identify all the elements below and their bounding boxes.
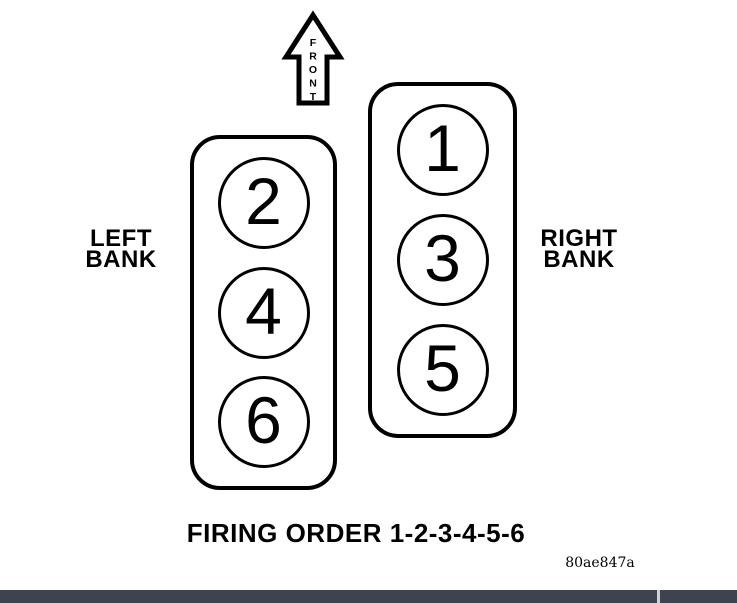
front-up-arrow-icon [281,10,345,106]
cylinder-1-number: 1 [424,111,461,185]
cylinder-5-number: 5 [424,331,461,405]
right-bank-label-line2: BANK [543,246,615,273]
firing-order-caption: FIRING ORDER 1-2-3-4-5-6 [186,518,526,548]
cylinder-2-number: 2 [245,163,282,238]
cylinder-3-number: 3 [424,221,461,295]
left-bank: 2 4 6 [190,135,337,490]
cylinder-5: 5 [396,324,489,416]
bottom-bar-divider [657,590,660,603]
left-bank-label: LEFT BANK [56,225,186,273]
cylinder-3: 3 [396,214,489,306]
figure-code: 80ae847a [565,555,635,571]
cylinder-2: 2 [217,156,310,249]
right-bank-label-line1: RIGHT [540,225,618,252]
right-bank-label: RIGHT BANK [514,225,644,273]
cylinder-6: 6 [217,376,310,469]
cylinder-1: 1 [396,104,489,196]
left-bank-label-line2: BANK [85,246,157,273]
cylinder-6-number: 6 [245,383,282,458]
front-arrow-label: FRONT [307,37,319,105]
cylinder-4-number: 4 [245,273,282,348]
cylinder-4: 4 [217,266,310,359]
right-bank: 1 3 5 [368,82,517,438]
left-bank-label-line1: LEFT [90,225,152,252]
bottom-bar [0,590,737,603]
